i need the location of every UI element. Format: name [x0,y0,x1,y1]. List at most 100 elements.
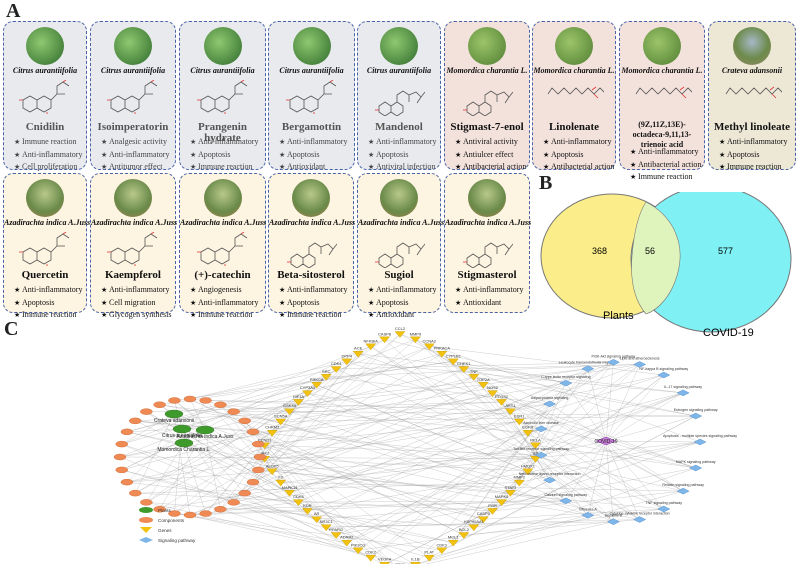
compound-name: Sugiol [384,269,414,281]
compound-card: Azadirachta indica A.Juss Beta-sitostero… [268,173,355,319]
edge-gene-pathway [415,368,588,564]
gene-label: DPP4 [342,353,353,358]
pathway-node [559,379,573,387]
compound-name: Mandenol [375,121,423,133]
gene-node [302,508,313,515]
edge-gene-pathway [519,441,701,483]
edge-gene-pathway [307,428,542,512]
pathway-node [581,512,595,519]
gene-node [352,547,364,555]
edge-gene-pathway [510,368,589,493]
gene-node [311,382,323,389]
edge-component-gene [189,368,337,400]
edge-pathway-hub [605,374,664,442]
plant-name: Momordica charantia L. [533,66,615,75]
edge-gene-pathway [370,346,640,520]
edge-component-gene [205,501,502,514]
chemical-structure [105,231,161,271]
gene-node [496,499,507,506]
edge-gene-pathway [264,374,664,459]
pathway-label: IL-17 signaling pathway [664,385,702,389]
compound-card: Citrus aurantiifolia Bergamottin Anti-in… [268,21,355,171]
chemical-structure [285,232,338,273]
effect-item: Cell migration [101,297,173,310]
gene-label: RELA [530,437,541,442]
compound-name: Stigmast-7-enol [450,121,524,133]
plant-photo [292,179,330,217]
plant-node [195,425,215,435]
effect-item: Antitumor effect [101,161,173,174]
edge-gene-pathway [415,339,664,510]
edge-plant-component [183,442,254,483]
gene-node [330,532,342,539]
effect-list: Anti-inflammatoryApoptosisAntiviral infe… [368,136,438,174]
edge-gene-pathway [501,362,614,503]
compound-card: Citrus aurantiifolia Cnidilin Immune rea… [3,21,87,171]
edge-pathway-hub [605,440,664,510]
compound-name: Kaempferol [104,269,161,281]
effect-item: Anti-inflammatory [101,149,173,162]
pathway-node [633,361,647,368]
effect-item: Anti-inflammatory [14,149,84,162]
plant-name: Citrus aurantiifolia [190,66,255,75]
pathway-label: Estrogen signaling pathway [674,408,718,412]
gene-node [293,499,304,506]
pathway-label: MAPK signaling pathway [676,460,716,464]
gene-node [496,399,507,406]
edge-pathway-hub [605,392,684,442]
gene-label: GSK3B [283,403,297,408]
gene-node [341,358,353,366]
edge-gene-pathway [429,346,664,376]
edge-gene-pathway [307,441,701,512]
edge-gene-pathway [358,362,614,551]
edge-plant-component [121,429,206,471]
edge-pathway-hub [605,440,684,492]
effect-item: Apoptosis [719,149,793,162]
gene-label: F2 [278,475,283,480]
compound-card: Azadirachta indica A.Juss Quercetin Anti… [3,173,90,319]
pathway-node [657,505,671,513]
edge-gene-pathway [272,471,664,510]
effect-item: Immune reaction [14,136,84,149]
edge-gene-pathway [316,500,566,520]
gene-node [436,547,448,555]
gene-label: MAPK14 [282,485,299,490]
gene-label: NFKBIA [363,338,378,343]
gene-label: TOP2A [477,377,490,382]
effect-item: Immune reaction [279,309,351,322]
component-node [246,478,260,486]
effect-item: Apoptosis [190,149,263,162]
edge-component-gene [119,456,371,558]
component-node [120,428,134,436]
plant-name: Momordica charantia L. [446,66,528,75]
gene-node [468,524,480,532]
effect-item: Antibacterial action [630,159,702,172]
edge-gene-pathway [336,368,664,510]
edge-pathway-hub [605,440,696,469]
effect-item: Antibacterial action [455,161,527,174]
pathway-label: TNF signaling pathway [645,501,682,505]
edge-gene-pathway [519,362,614,422]
edge-gene-pathway [264,458,588,516]
chemical-structure [105,79,161,119]
compound-name: Stigmasterol [457,269,517,281]
edge-pathway-hub [605,440,614,522]
edge-gene-pathway [384,339,566,384]
component-node [140,408,153,415]
edge-gene-pathway [264,445,542,456]
edge-gene-pathway [535,458,614,522]
effect-item: Anti-inflammatory [279,136,352,149]
edge-component-gene [189,398,464,536]
component-node [253,453,267,461]
plant-photo [114,179,152,217]
edge-component-gene [205,400,511,412]
edge-component-gene [220,501,502,510]
legend-gene-swatch [140,527,152,533]
pathway-node [657,371,671,379]
pathway-label: Neuroactive ligand-receptor interaction [519,472,581,476]
edge-plant-component [135,420,206,431]
edge-gene-pathway [298,368,588,403]
gene-label: PPARG [329,527,343,532]
edge-plant-component [159,429,206,510]
plant-name: Citrus aurantiifolia [279,66,344,75]
